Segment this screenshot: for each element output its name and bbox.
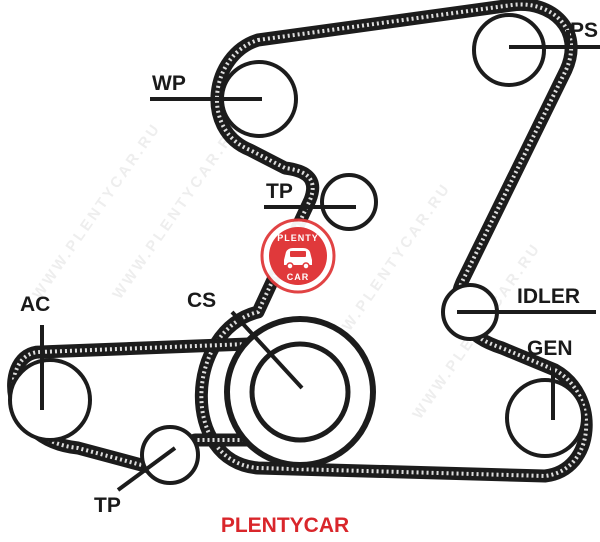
idler-label: IDLER <box>517 285 580 308</box>
cs-pulley-inner <box>249 341 351 443</box>
car-wheel-right <box>302 262 310 270</box>
tp-lower-leader <box>116 446 177 492</box>
tp-lower-pulley <box>140 425 200 485</box>
watermark-text-2: WWW.PLENTYCAR.RU <box>109 119 244 302</box>
plentycar-logo: PLENTY CAR <box>260 218 336 294</box>
ac-pulley <box>8 358 92 442</box>
wp-label: WP <box>152 72 186 95</box>
leader-lines <box>40 30 600 492</box>
component-labels: PS WP TP AC CS IDLER GEN TP <box>20 19 598 517</box>
tp-upper-label: TP <box>266 180 293 203</box>
ps-label: PS <box>570 19 598 42</box>
ac-label: AC <box>20 293 50 316</box>
pulleys <box>8 13 585 485</box>
ps-pulley <box>472 13 546 87</box>
logo-top-text: PLENTY <box>277 233 319 243</box>
tp-upper-pulley <box>320 173 378 231</box>
main-belt <box>194 0 593 483</box>
car-window <box>290 251 306 257</box>
gen-label: GEN <box>527 337 573 360</box>
watermark-text-1: WWW.PLENTYCAR.RU <box>29 119 164 302</box>
cs-label: CS <box>187 289 216 312</box>
gen-pulley <box>505 378 585 458</box>
car-wheel-left <box>286 262 294 270</box>
cs-leader <box>230 310 304 390</box>
logo-bottom-text: CAR <box>287 272 310 282</box>
main-belt-inner <box>199 2 589 478</box>
tp-lower-label: TP <box>94 494 121 517</box>
footer-brand: PLENTYCAR <box>221 514 349 537</box>
